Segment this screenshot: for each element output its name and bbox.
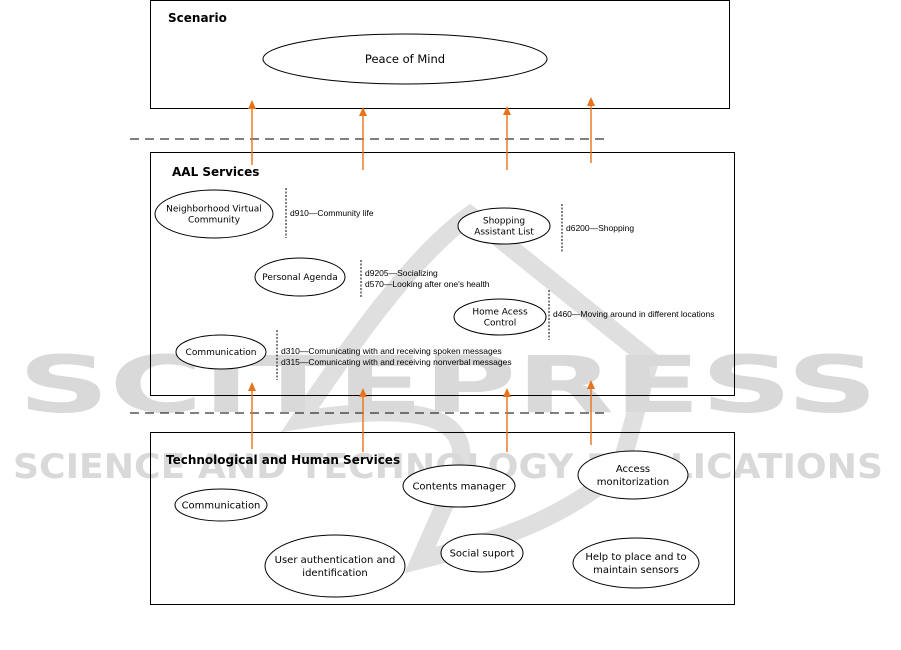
tech-service-label: monitorization (597, 477, 669, 488)
flow-arrow (359, 107, 367, 170)
tech-services-box (150, 432, 735, 605)
tech-service-ellipse (264, 534, 406, 598)
flow-arrow-head (587, 380, 595, 389)
flow-arrow (248, 100, 256, 165)
icf-code-label: d6200—Shopping (566, 223, 634, 233)
tech-service-ellipse (402, 464, 516, 508)
tech-service-label: maintain sensors (593, 565, 679, 576)
scenario-panel: Scenario Peace of Mind (150, 0, 730, 109)
aal-services-panel: AAL Services Neighborhood VirtualCommuni… (150, 152, 735, 396)
tech-service-node: Social suport (440, 533, 524, 573)
tech-service-node: Access monitorization (577, 450, 689, 500)
watermark: SCITEPRESS SCIENCE AND TECHNOLOGY PUBLIC… (13, 203, 883, 574)
aal-service-ellipse (254, 257, 346, 297)
tech-service-ellipse (577, 450, 689, 500)
flow-arrow (587, 97, 595, 163)
tech-services-panel: Technological and Human Services Communi… (150, 432, 735, 605)
flow-arrow (503, 388, 511, 452)
tech-service-node: Contents manager (402, 464, 516, 508)
aal-service-label: Home Acess (472, 308, 528, 318)
aal-services-box (150, 152, 735, 396)
aal-service-label: Communication (186, 348, 257, 358)
icf-code-label: d460—Moving around in different location… (553, 309, 714, 319)
aal-service-label: Assistant List (474, 228, 534, 238)
aal-services-title: AAL Services (172, 165, 259, 179)
flow-arrow-head (503, 388, 511, 397)
tech-service-ellipse (572, 537, 700, 589)
flow-arrow-head (359, 107, 367, 116)
tech-service-label: User authentication and (275, 555, 396, 566)
tech-service-label: Contents manager (412, 482, 506, 493)
flow-arrow (248, 382, 256, 449)
tech-service-nodes: Communication Contents manager Access monit… (174, 450, 700, 598)
tech-service-label: Access (616, 464, 650, 475)
flow-arrow (359, 388, 367, 452)
tech-service-label: identification (302, 568, 367, 579)
aal-service-node: Personal Agenda d9205—Socializingd570—Loo… (254, 257, 490, 298)
flow-arrow-head (248, 382, 256, 391)
aal-service-label: Control (484, 319, 517, 329)
icf-code-label: d570—Looking after one's health (365, 279, 490, 289)
tech-service-node: User authentication and identification (264, 534, 406, 598)
scenario-goal-ellipse (262, 33, 548, 85)
aal-service-label: Community (188, 216, 241, 226)
aal-service-label: Neighborhood Virtual (166, 205, 262, 215)
flow-arrow-head (587, 97, 595, 106)
tech-service-ellipse (440, 533, 524, 573)
scenario-title: Scenario (168, 11, 227, 25)
flow-arrows (248, 97, 595, 452)
tech-service-label: Communication (182, 501, 261, 512)
tech-service-label: Social suport (450, 549, 515, 560)
icf-code-label: d310—Comunicating with and receiving spo… (281, 346, 502, 356)
tech-service-ellipse (174, 488, 268, 522)
tech-service-node: Communication (174, 488, 268, 522)
aal-service-node: Communication d310—Comunicating with and … (175, 330, 512, 380)
icf-code-label: d9205—Socializing (365, 268, 438, 278)
flow-arrow-head (359, 388, 367, 397)
flow-arrow (503, 106, 511, 170)
icf-code-label: d315—Comunicating with and receiving non… (281, 357, 512, 367)
aal-service-ellipse (175, 334, 267, 370)
aal-service-ellipse (154, 189, 274, 239)
aal-service-label: Personal Agenda (262, 273, 337, 283)
aal-service-ellipse (453, 298, 547, 336)
flow-arrow-head (248, 100, 256, 109)
tech-service-node: Help to place and to maintain sensors (572, 537, 700, 589)
scenario-goal-label: Peace of Mind (365, 52, 445, 66)
aal-service-label: Shopping (483, 217, 525, 227)
flow-arrow-head (503, 106, 511, 115)
tech-services-title: Technological and Human Services (166, 453, 400, 467)
flow-arrow (587, 380, 595, 445)
icf-code-label: d910—Community life (290, 208, 374, 218)
watermark-swoosh (281, 203, 661, 574)
tech-service-label: Help to place and to (585, 552, 686, 563)
aal-service-ellipse (457, 207, 551, 245)
